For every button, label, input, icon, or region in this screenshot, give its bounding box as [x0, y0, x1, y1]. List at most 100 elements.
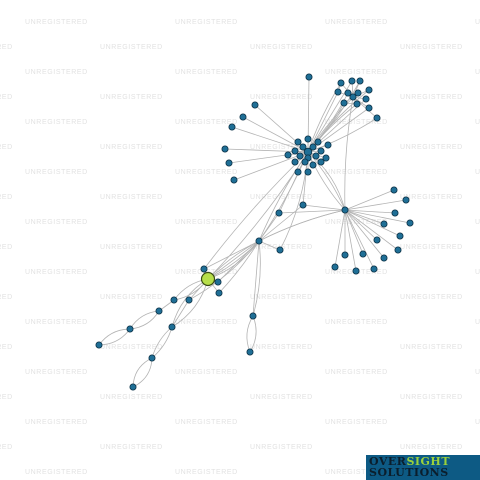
network-node[interactable] — [294, 138, 302, 146]
network-node[interactable] — [380, 220, 388, 228]
watermark-text: UNREGISTERED — [100, 444, 163, 451]
network-node[interactable] — [168, 323, 176, 331]
network-node[interactable] — [239, 113, 247, 121]
watermark-text: UNREGISTERED — [400, 444, 463, 451]
network-edge — [203, 240, 260, 270]
focus-node[interactable] — [200, 271, 216, 287]
network-node[interactable] — [215, 289, 223, 297]
watermark-text: UNREGISTERED — [25, 69, 88, 76]
watermark-text: UNREGISTERED — [25, 219, 88, 226]
network-node[interactable] — [341, 251, 349, 259]
watermark-text: UNREGISTERED — [175, 119, 238, 126]
network-node[interactable] — [373, 114, 381, 122]
network-node[interactable] — [373, 236, 381, 244]
network-node[interactable] — [317, 147, 325, 155]
watermark-text: UNREGISTERED — [25, 469, 88, 476]
watermark-text: UNREGISTERED — [400, 44, 463, 51]
watermark-text: UNREGISTERED — [250, 444, 313, 451]
network-node[interactable] — [324, 141, 332, 149]
network-node[interactable] — [296, 152, 304, 160]
watermark-text: UNREGISTERED — [0, 44, 13, 51]
network-node[interactable] — [349, 93, 357, 101]
network-node[interactable] — [352, 267, 360, 275]
network-node[interactable] — [340, 99, 348, 107]
network-edge — [252, 240, 260, 317]
network-node[interactable] — [380, 254, 388, 262]
network-node[interactable] — [95, 341, 103, 349]
watermark-text: UNREGISTERED — [325, 219, 388, 226]
network-node[interactable] — [221, 145, 229, 153]
network-edge — [344, 209, 357, 272]
network-edge — [344, 209, 375, 270]
network-node[interactable] — [230, 176, 238, 184]
network-node[interactable] — [341, 206, 349, 214]
watermark-text: UNREGISTERED — [0, 294, 13, 301]
watermark-text: UNREGISTERED — [0, 244, 13, 251]
network-node[interactable] — [294, 168, 302, 176]
network-node[interactable] — [354, 89, 362, 97]
network-node[interactable] — [312, 152, 320, 160]
network-node[interactable] — [214, 278, 222, 286]
network-node[interactable] — [170, 296, 178, 304]
watermark-layer: UNREGISTERED UNREGISTERED UNREGISTERED UNRE… — [0, 19, 480, 476]
network-node[interactable] — [391, 209, 399, 217]
network-node[interactable] — [359, 250, 367, 258]
network-node[interactable] — [309, 161, 317, 169]
network-node[interactable] — [356, 77, 364, 85]
network-node[interactable] — [396, 232, 404, 240]
network-node[interactable] — [299, 201, 307, 209]
watermark-text: UNREGISTERED — [250, 294, 313, 301]
network-node[interactable] — [299, 143, 307, 151]
network-node[interactable] — [129, 383, 137, 391]
network-node[interactable] — [126, 325, 134, 333]
watermark-text: UNREGISTERED — [0, 444, 13, 451]
network-node[interactable] — [314, 138, 322, 146]
network-node[interactable] — [334, 88, 342, 96]
watermark-text: UNREGISTERED — [25, 169, 88, 176]
network-node[interactable] — [406, 219, 414, 227]
network-node[interactable] — [365, 104, 373, 112]
watermark-text: UNREGISTERED — [475, 219, 480, 226]
network-node[interactable] — [301, 158, 309, 166]
network-node[interactable] — [317, 158, 325, 166]
network-node[interactable] — [225, 159, 233, 167]
network-node[interactable] — [348, 77, 356, 85]
network-node[interactable] — [390, 186, 398, 194]
network-edge — [307, 76, 310, 153]
network-node[interactable] — [309, 143, 317, 151]
network-node[interactable] — [185, 296, 193, 304]
network-node[interactable] — [255, 237, 263, 245]
network-node[interactable] — [304, 135, 312, 143]
watermark-text: UNREGISTERED — [175, 319, 238, 326]
network-node[interactable] — [353, 100, 361, 108]
watermark-text: UNREGISTERED — [475, 69, 480, 76]
network-node[interactable] — [370, 265, 378, 273]
network-node[interactable] — [291, 147, 299, 155]
network-node[interactable] — [276, 246, 284, 254]
network-node[interactable] — [200, 265, 208, 273]
watermark-text: UNREGISTERED — [400, 144, 463, 151]
network-node[interactable] — [251, 101, 259, 109]
network-node[interactable] — [228, 123, 236, 131]
network-node[interactable] — [249, 312, 257, 320]
watermark-text: UNREGISTERED — [25, 419, 88, 426]
network-node[interactable] — [291, 158, 299, 166]
watermark-text: UNREGISTERED — [475, 419, 480, 426]
watermark-text: UNREGISTERED — [325, 469, 388, 476]
network-node[interactable] — [337, 79, 345, 87]
network-node[interactable] — [362, 95, 370, 103]
network-node[interactable] — [344, 89, 352, 97]
network-node[interactable] — [275, 209, 283, 217]
network-node[interactable] — [155, 307, 163, 315]
network-node[interactable] — [331, 263, 339, 271]
network-node[interactable] — [284, 151, 292, 159]
watermark-text: UNREGISTERED — [25, 319, 88, 326]
network-node[interactable] — [246, 348, 254, 356]
network-node[interactable] — [305, 73, 313, 81]
network-node[interactable] — [394, 246, 402, 254]
network-node[interactable] — [402, 196, 410, 204]
network-node[interactable] — [322, 154, 330, 162]
network-node[interactable] — [148, 354, 156, 362]
network-node[interactable] — [365, 86, 373, 94]
network-node[interactable] — [304, 168, 312, 176]
